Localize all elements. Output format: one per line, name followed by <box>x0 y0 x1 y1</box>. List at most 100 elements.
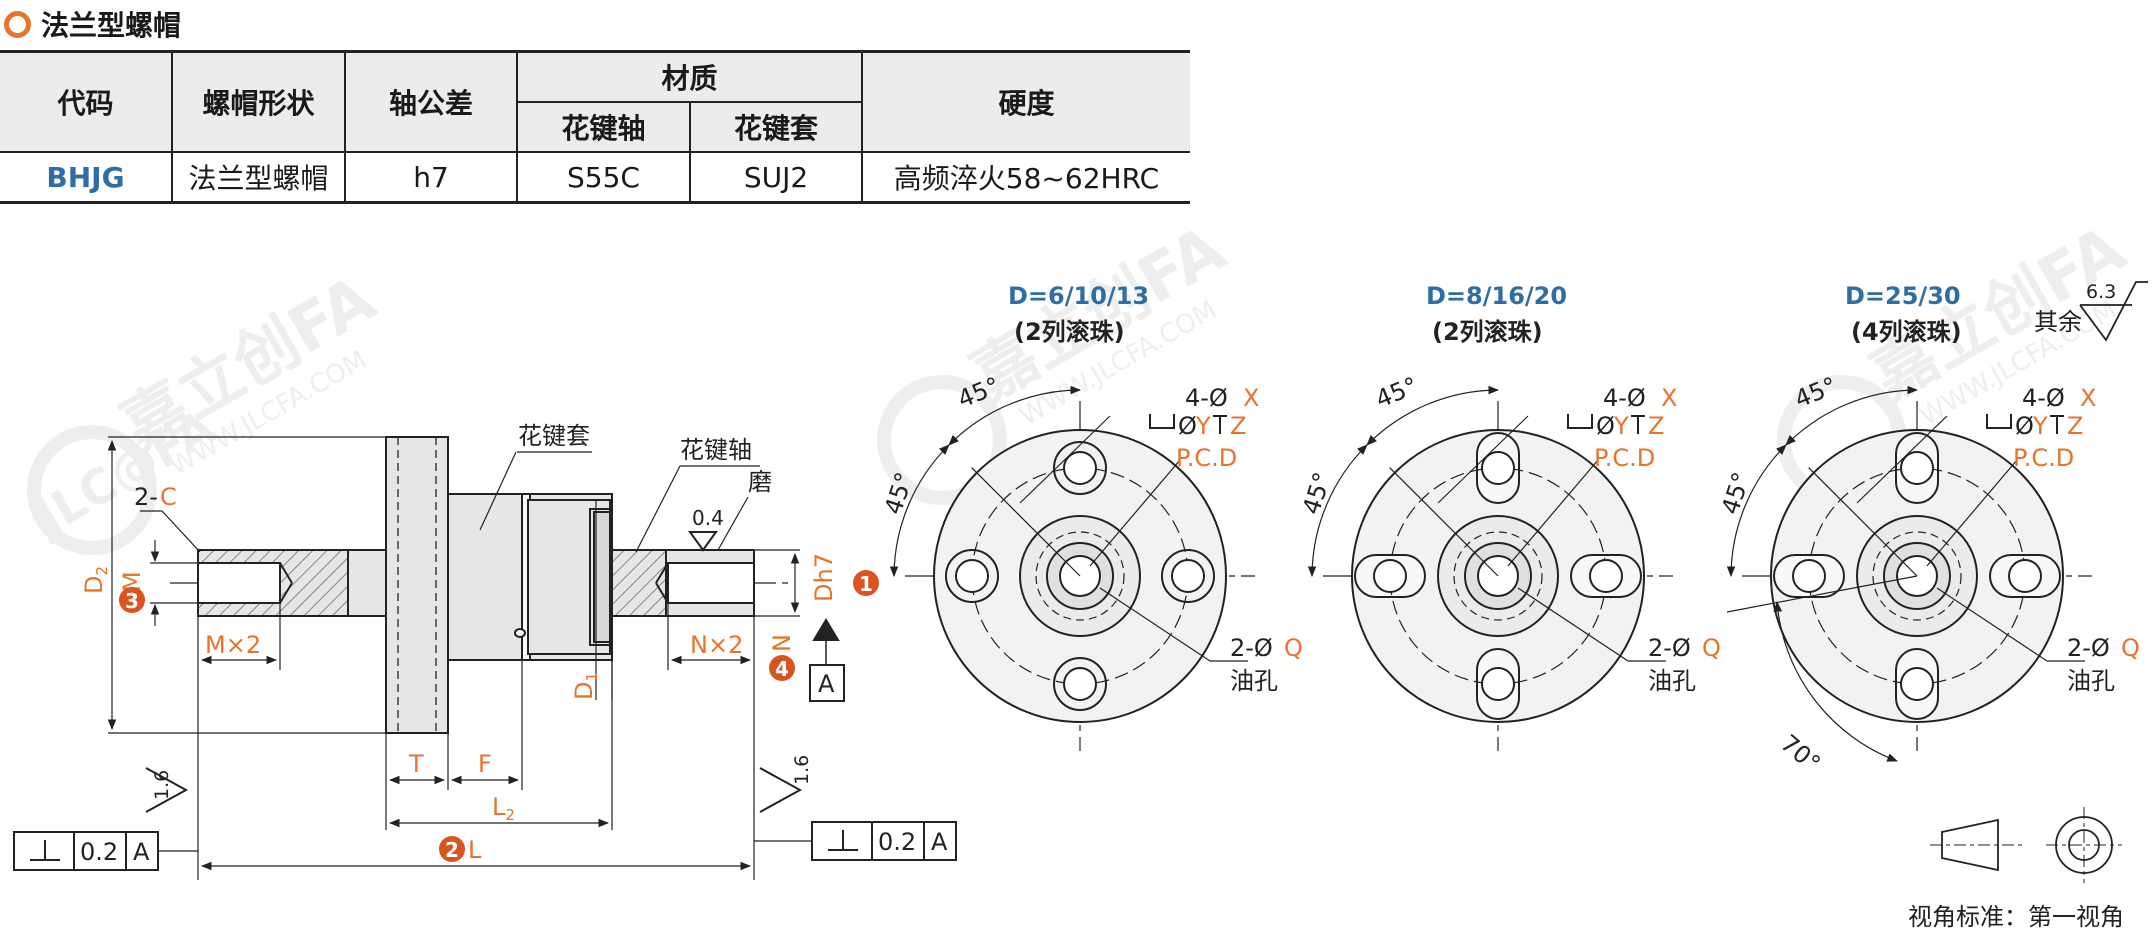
hole-dia-x: X <box>1661 384 1677 412</box>
header-material: 材质 <box>516 50 863 103</box>
grind-label: 磨 <box>748 468 772 496</box>
hole-leader <box>1019 415 1111 504</box>
angle-label-top: 45° <box>1372 372 1422 414</box>
header-nut-shape: 螺帽形状 <box>171 50 346 153</box>
bolt-hole <box>1589 559 1623 593</box>
oil-hole-label: 油孔 <box>2067 667 2115 695</box>
angle-leader <box>1389 467 1499 577</box>
angle-label-left: 45° <box>1716 469 1756 518</box>
dim-m-x2: M×2 <box>205 631 261 659</box>
perp-tol-left: 0.2 <box>80 838 118 866</box>
holes-count-label: 4-Ø <box>2022 384 2065 412</box>
badge-4: 4 <box>775 657 789 681</box>
angle-arc-2 <box>1366 385 1500 446</box>
hole-leader <box>1437 415 1529 504</box>
cell-code: BHJG <box>0 151 173 204</box>
counterbore-dia-y: Y <box>1613 412 1629 440</box>
bolt-hole <box>2008 559 2042 593</box>
pcd-label: P.C.D <box>1594 444 1655 472</box>
oil-leader <box>1099 587 1211 662</box>
dim-l2-letter: L <box>492 793 506 821</box>
oil-leader <box>1936 587 2048 662</box>
badge-2: 2 <box>445 838 459 862</box>
oil-hole-count: 2-Ø <box>2067 634 2110 662</box>
dim-l2: L2 <box>492 793 515 824</box>
dim-t: T <box>408 750 424 778</box>
badge-3: 3 <box>125 589 139 613</box>
counterbore-icon <box>1567 414 1593 429</box>
angle-leader-3 <box>1726 575 1918 613</box>
end-view-note: (2列滚珠) <box>1432 318 1543 346</box>
end-view-note: (2列滚珠) <box>1014 318 1125 346</box>
oil-hole-label: 油孔 <box>1230 667 1278 695</box>
dim-n: N <box>768 634 796 652</box>
roughness-right: 1.6 <box>791 755 813 785</box>
roughness-left: 1.6 <box>151 770 173 800</box>
counterbore-depth-z: Z <box>1648 412 1664 440</box>
bolt-hole <box>1900 667 1934 701</box>
dim-l2-sub: 2 <box>505 806 515 824</box>
dim-m: M <box>118 571 146 592</box>
header-spline-sleeve: 花键套 <box>689 101 863 153</box>
depth-icon <box>1213 415 1227 434</box>
bolt-hole <box>1373 559 1407 593</box>
projection-label: 视角标准：第一视角 <box>1908 903 2124 931</box>
hub-hidden-circle <box>1872 531 1962 621</box>
cell-nut-shape: 法兰型螺帽 <box>171 151 346 204</box>
oil-hole-label: 油孔 <box>1648 667 1696 695</box>
general-roughness-label: 其余 <box>2034 308 2082 336</box>
datum-label: A <box>818 670 835 698</box>
bolt-hole <box>1792 559 1826 593</box>
dim-l: L <box>468 836 482 864</box>
bolt-hole <box>1481 667 1515 701</box>
chamfer-prefix: 2- <box>134 483 158 511</box>
bolt-hole <box>1063 451 1097 485</box>
dim-d2-sub: 2 <box>93 566 111 576</box>
depth-icon <box>1631 415 1645 434</box>
oil-leader <box>1517 587 1629 662</box>
dim-f: F <box>478 750 492 778</box>
angle-arc-2 <box>1785 385 1919 446</box>
perp-datum-right: A <box>931 828 948 856</box>
counterbore-dia-y: Y <box>1195 412 1211 440</box>
counterbore-dia-y: Y <box>2032 412 2048 440</box>
counterbore-depth-z: Z <box>1230 412 1246 440</box>
hole-leader <box>1856 415 1948 504</box>
end-view-title: D=25/30 <box>1845 282 1961 310</box>
hub-hidden-circle <box>1035 531 1125 621</box>
oil-hole-q: Q <box>1702 634 1721 662</box>
shaft-label: 花键轴 <box>680 436 752 464</box>
grind-roughness: 0.4 <box>692 506 724 530</box>
sleeve-label: 花键套 <box>518 422 590 450</box>
badge-1: 1 <box>859 572 873 596</box>
pcd-label: P.C.D <box>1176 444 1237 472</box>
angle-leader <box>1808 467 1918 577</box>
end-view-title: D=8/16/20 <box>1426 282 1567 310</box>
projection-symbol-icon <box>1930 807 2122 883</box>
general-roughness: 其余 6.3 <box>2034 281 2148 342</box>
angle-arc-3 <box>1773 600 1899 762</box>
pcd-leader <box>1926 459 2018 567</box>
dim-dh7: Dh7 <box>810 553 838 602</box>
circle-bullet-icon <box>4 10 31 38</box>
hole-dia-x: X <box>2080 384 2096 412</box>
angle-label-left: 45° <box>1297 469 1337 518</box>
counterbore-dia-sym: Ø <box>1178 412 1197 440</box>
cell-shaft-tolerance: h7 <box>344 151 518 204</box>
end-view-title: D=6/10/13 <box>1008 282 1149 310</box>
perp-datum-left: A <box>133 838 150 866</box>
bolt-hole <box>955 559 989 593</box>
dim-n-x2: N×2 <box>690 631 743 659</box>
oil-hole-q: Q <box>2121 634 2140 662</box>
header-spline-shaft: 花键轴 <box>516 101 691 153</box>
section-title-text: 法兰型螺帽 <box>41 9 182 42</box>
pcd-leader <box>1089 459 1181 567</box>
end-view-note: (4列滚珠) <box>1851 318 1962 346</box>
angle-arc-1 <box>889 444 950 578</box>
angle-70-label: 70° <box>1775 729 1826 778</box>
